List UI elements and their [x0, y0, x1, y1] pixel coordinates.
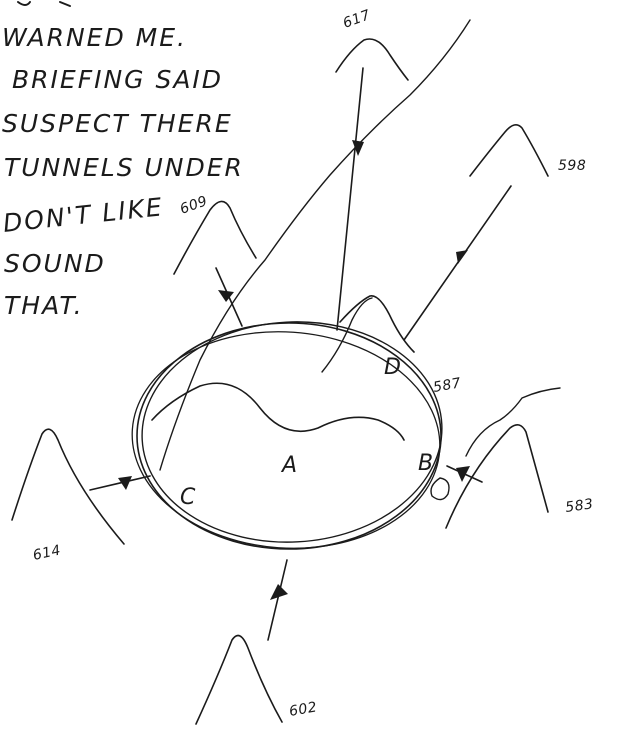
label-609: 609 — [178, 193, 210, 218]
point-c-label: C — [180, 485, 196, 510]
label-614: 614 — [32, 542, 63, 564]
central-oval — [125, 314, 448, 558]
arrow-602-head — [270, 584, 288, 600]
label-602: 602 — [288, 699, 319, 720]
note-line-6: SOUND — [4, 249, 106, 278]
label-617: 617 — [341, 7, 373, 32]
arrow-583-head — [456, 466, 470, 482]
handwritten-note: WARNED ME. BRIEFING SAID SUSPECT THERE T… — [2, 2, 244, 320]
peak-598-shape — [470, 125, 548, 176]
note-line-5: DON'T LIKE — [2, 192, 165, 238]
note-line-1: WARNED ME. — [2, 23, 187, 52]
peak-583: 583 — [446, 425, 595, 528]
arrow-609-head — [218, 290, 234, 302]
ridge-line — [152, 383, 404, 440]
point-b-label: B — [418, 451, 433, 476]
arrow-598-shaft — [404, 186, 511, 340]
oval-stroke-2 — [136, 314, 447, 549]
arrow-598-head — [456, 250, 468, 264]
peak-609: 609 — [174, 193, 256, 326]
label-598: 598 — [558, 158, 586, 174]
point-a-label: A — [280, 453, 297, 478]
peak-598: 598 — [404, 125, 586, 340]
arrow-617-shaft — [337, 68, 363, 330]
note-line-2: BRIEFING SAID — [12, 65, 223, 94]
note-fragment-marks — [18, 2, 70, 6]
wavy-line-587 — [466, 388, 560, 456]
note-line-7: THAT. — [4, 291, 84, 320]
label-583: 583 — [564, 496, 594, 516]
point-d-label: D — [384, 355, 401, 380]
note-line-4: TUNNELS UNDER — [4, 153, 244, 182]
arrow-602-shaft — [268, 560, 287, 640]
peak-617-shape — [336, 39, 408, 80]
inner-spur-line — [322, 298, 372, 372]
peak-602: 602 — [196, 560, 319, 724]
note-line-3: SUSPECT THERE — [2, 109, 233, 138]
peak-614: 614 — [12, 429, 150, 564]
peak-617: 617 — [336, 7, 408, 330]
peak-587: 587 — [340, 296, 463, 396]
peak-602-shape — [196, 636, 282, 725]
label-587: 587 — [432, 375, 463, 396]
loop-at-b — [431, 478, 449, 500]
